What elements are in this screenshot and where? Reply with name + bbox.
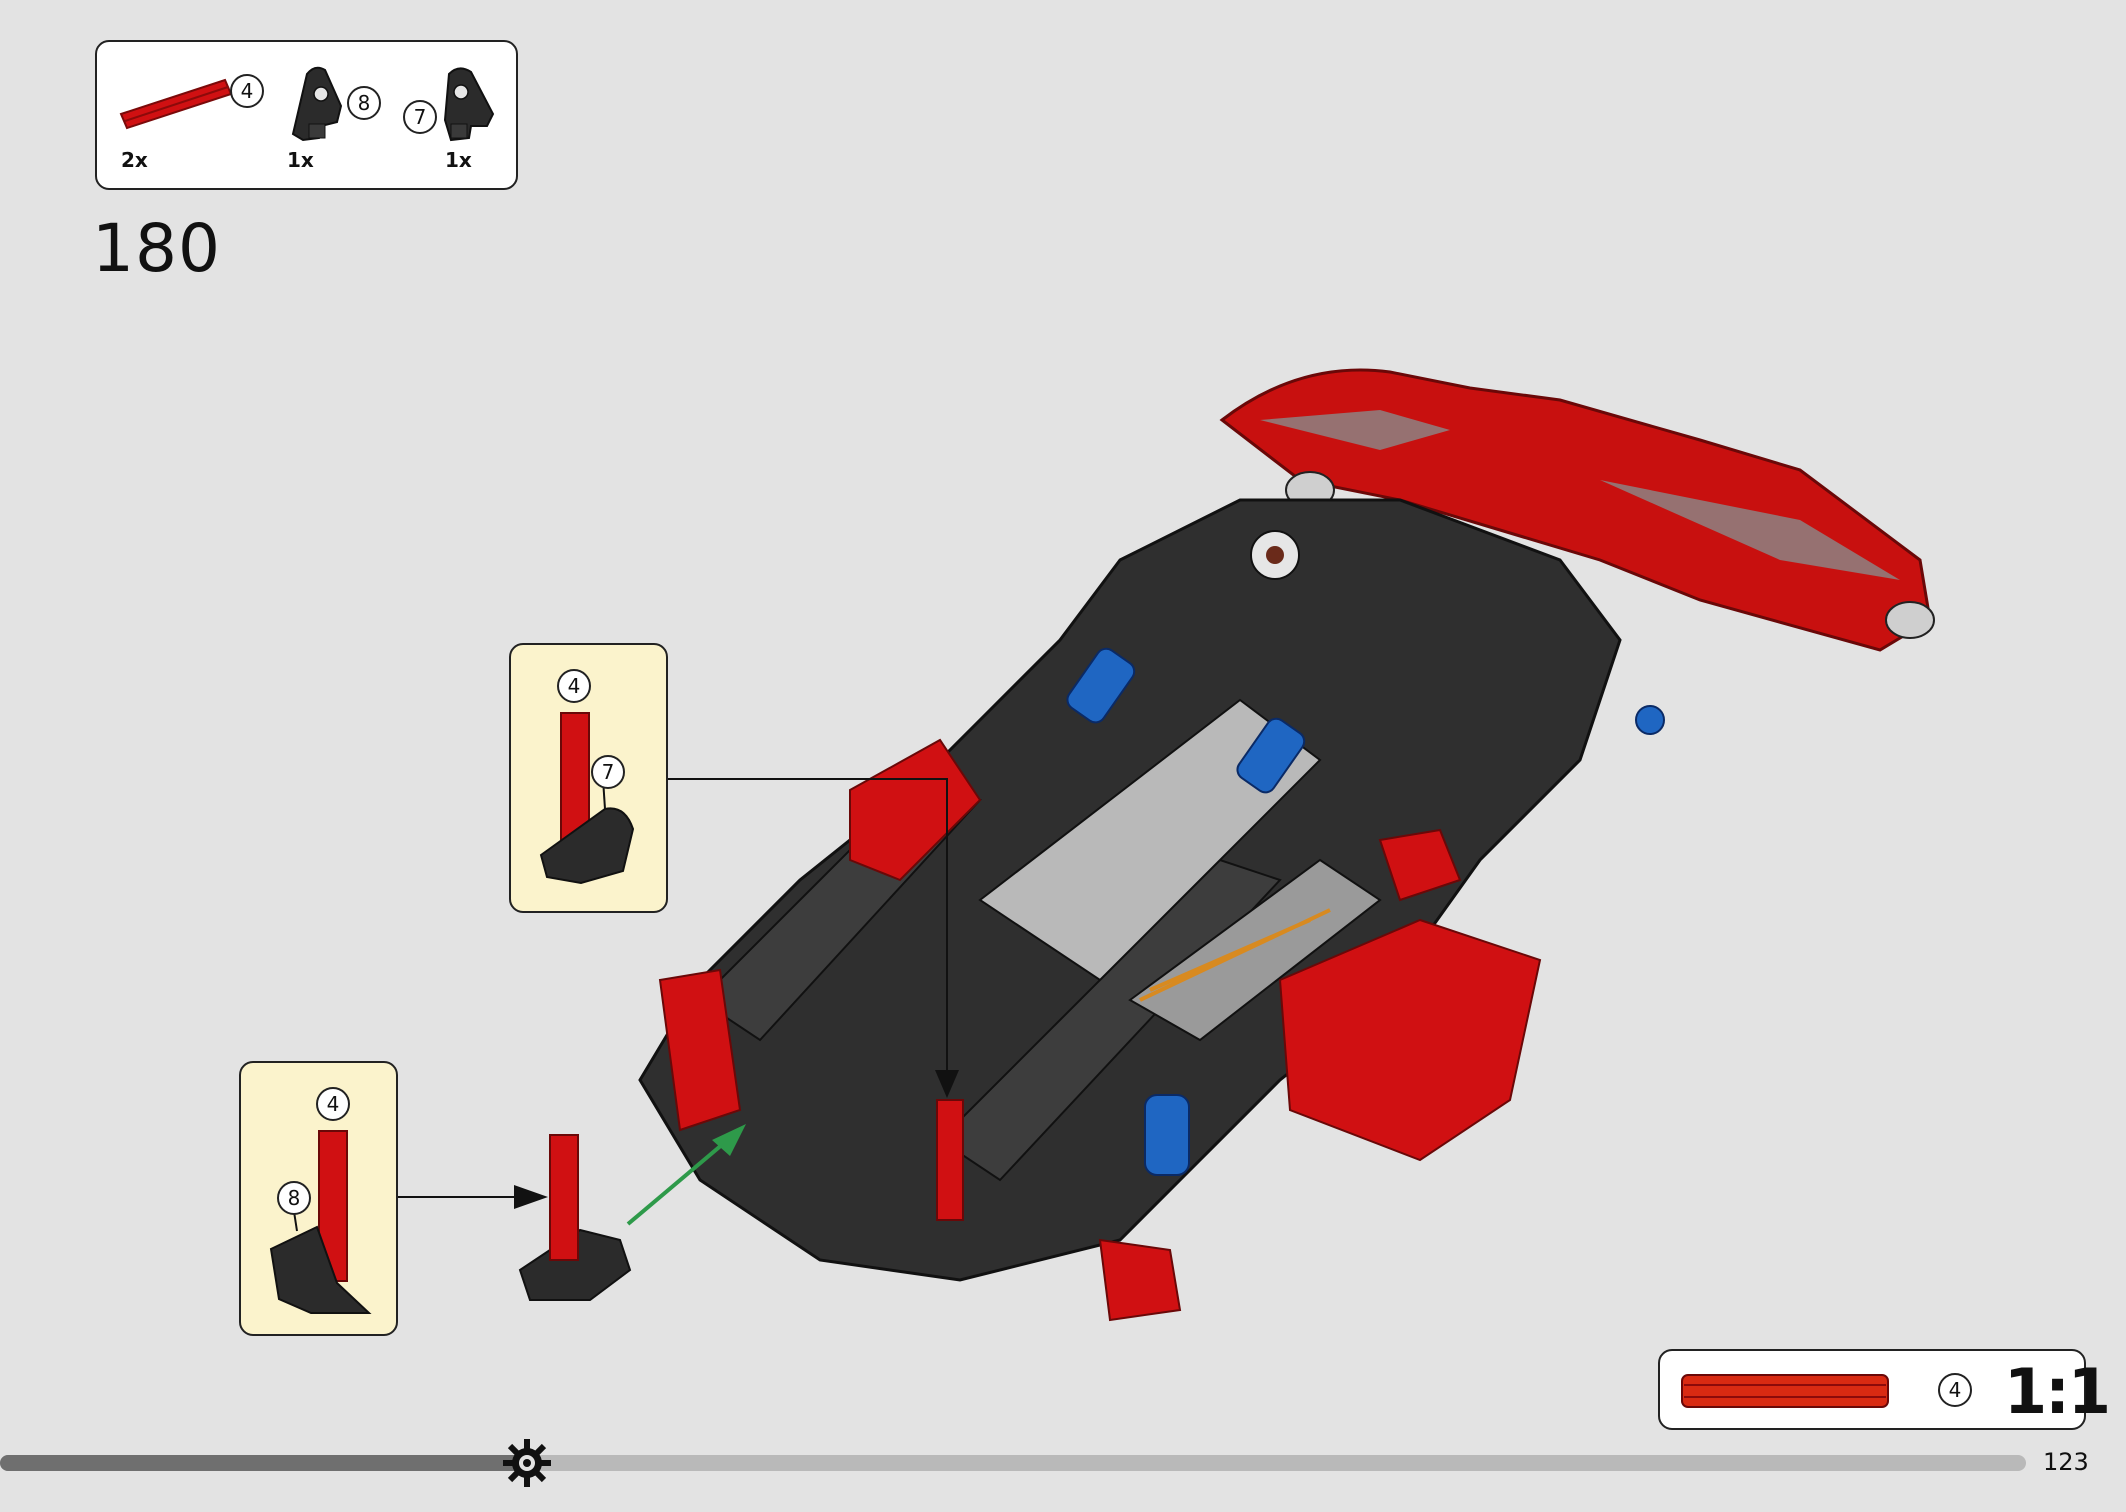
callout-illustration xyxy=(269,1130,372,1314)
scale-reference-box: 4 1:1 xyxy=(1658,1349,2111,1430)
part-number-badge: 8 xyxy=(277,1181,311,1215)
scale-label: 1:1 xyxy=(2004,1355,2111,1428)
part-number-badge: 7 xyxy=(403,100,437,134)
dark-chassis xyxy=(638,498,1622,1282)
page-number: 123 xyxy=(2043,1448,2089,1476)
part-number-badge: 8 xyxy=(347,86,381,120)
placed-axle xyxy=(936,1099,964,1221)
callout-illustration xyxy=(539,712,635,885)
callout-subassembly-1: 4 7 xyxy=(509,643,668,913)
connector-part-icon xyxy=(291,66,343,142)
part-number-badge: 4 xyxy=(316,1087,350,1121)
blue-parts xyxy=(1066,647,1665,1176)
part-quantity: 2x xyxy=(121,148,148,172)
part-quantity: 1x xyxy=(445,148,472,172)
connector-part-icon xyxy=(443,67,495,142)
part-number-badge: 4 xyxy=(230,74,264,108)
assembly-arrows xyxy=(398,778,959,1226)
callout-subassembly-2: 4 8 xyxy=(239,1061,398,1336)
parts-list-box: 4 2x 8 1x 7 1x xyxy=(95,40,518,190)
part-number-badge: 7 xyxy=(591,755,625,789)
step-number: 180 xyxy=(92,210,221,287)
part-number-badge: 4 xyxy=(1938,1373,1972,1407)
loose-subassembly xyxy=(518,1134,632,1301)
part-number-badge: 4 xyxy=(557,669,591,703)
gear-icon xyxy=(503,1439,551,1487)
part-quantity: 1x xyxy=(287,148,314,172)
progress-fill xyxy=(0,1455,527,1471)
axle-scale-icon xyxy=(1681,1374,1889,1408)
red-side-parts xyxy=(658,738,1542,1322)
